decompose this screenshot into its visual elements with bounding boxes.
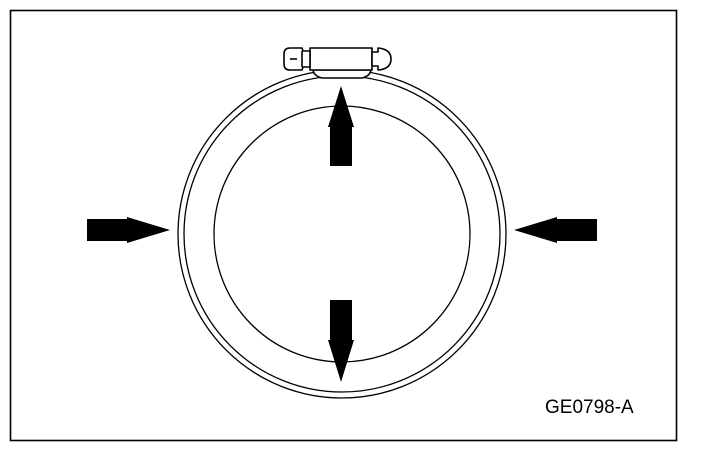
arrow-bottom-pointing-down [328,300,354,382]
arrow-right-pointing-left [514,217,597,243]
force-arrows [87,86,597,382]
arrow-left-pointing-right [87,217,170,243]
figure-frame [9,9,678,442]
clamp-tightening-head [283,47,392,79]
clamp-head-mount [312,69,372,79]
figure-code-label: GE0798-A [545,397,634,418]
clamp-screw-right-end [371,47,392,71]
arrow-top-pointing-up [328,86,354,166]
clamp-head-housing [309,47,373,71]
